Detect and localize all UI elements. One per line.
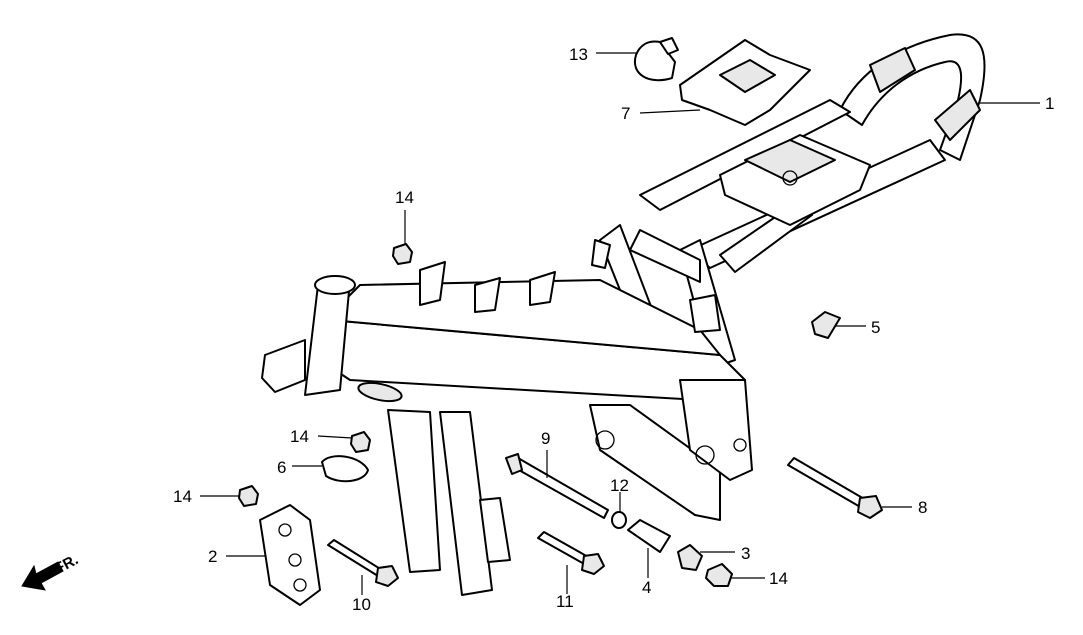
- callout-14-top: 14: [395, 188, 414, 207]
- bolt-9: [505, 453, 609, 519]
- callout-8: 8: [918, 498, 927, 517]
- nut-top: [392, 243, 413, 265]
- callout-10: 10: [352, 595, 371, 614]
- rubber-block: [811, 311, 841, 339]
- callout-2: 2: [208, 547, 217, 566]
- callout-5: 5: [871, 318, 880, 337]
- bolt-8: [787, 457, 883, 519]
- bolt-10: [327, 539, 399, 587]
- callout-14-right: 14: [769, 569, 788, 588]
- bolt-11: [537, 531, 605, 575]
- callout-4: 4: [642, 578, 651, 597]
- collar: [627, 519, 671, 553]
- callout-14-left: 14: [173, 487, 192, 506]
- callout-7: 7: [621, 104, 630, 123]
- front-direction-indicator: FR.: [21, 551, 81, 591]
- engine-bracket: [259, 504, 321, 606]
- callout-12: 12: [610, 476, 629, 495]
- band-clamp: [633, 37, 679, 82]
- bushing: [677, 544, 703, 571]
- callout-6: 6: [277, 458, 286, 477]
- callout-14-mid: 14: [290, 427, 309, 446]
- callout-1: 1: [1045, 94, 1054, 113]
- nut-right: [705, 563, 733, 587]
- callout-11: 11: [556, 592, 574, 611]
- frame-body: [261, 33, 986, 596]
- nut-mid: [350, 431, 371, 453]
- callout-9: 9: [541, 429, 550, 448]
- mounting-plate: [679, 39, 811, 126]
- callout-3: 3: [741, 544, 750, 563]
- nut-left: [238, 485, 259, 507]
- clip: [321, 455, 369, 483]
- direction-arrow-icon: [21, 561, 64, 591]
- washer: [611, 511, 627, 529]
- callout-13: 13: [569, 45, 588, 64]
- leader-lines: [200, 52, 1040, 595]
